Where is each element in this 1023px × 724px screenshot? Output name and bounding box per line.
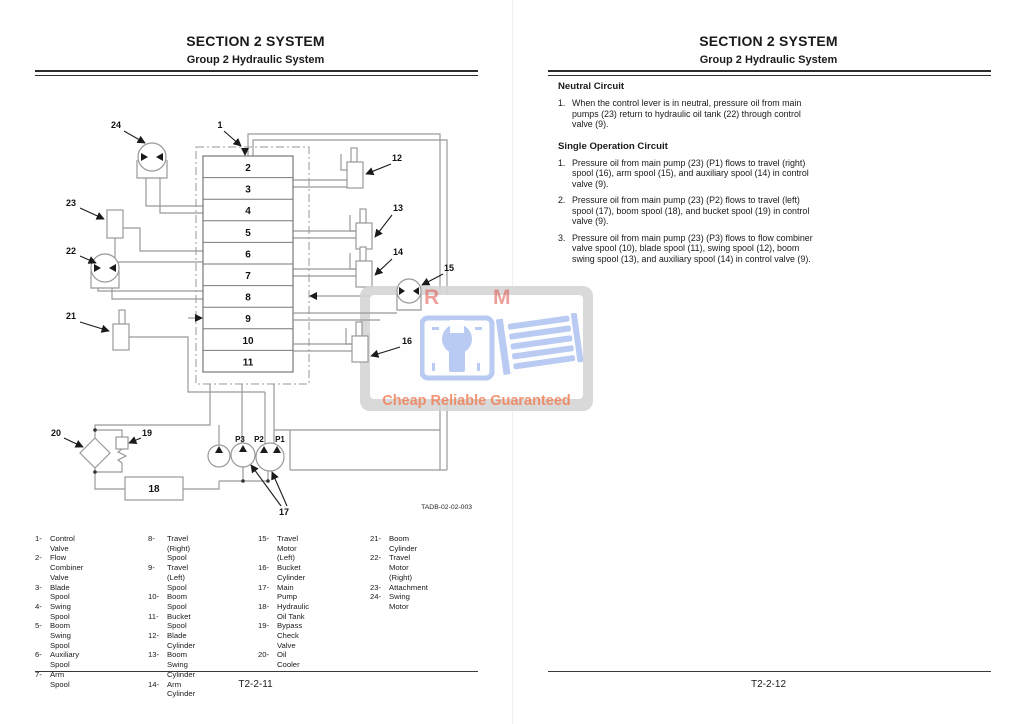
legend-column-2: 8-Travel (Right) Spool 9-Travel (Left) S… [148, 534, 196, 699]
list-item: 3. Pressure oil from main pump (23) (P3)… [558, 232, 813, 264]
body-text: Neutral Circuit 1. When the control leve… [558, 81, 821, 270]
page-number: T2-2-11 [238, 679, 273, 690]
footer-rule [548, 671, 991, 672]
valve-cell-2: 2 [245, 163, 251, 174]
figure-code: TADB-02-02-003 [421, 504, 472, 511]
oil-tank-symbol: 18 [124, 476, 184, 501]
header-rule [35, 70, 478, 76]
valve-cell-4: 4 [245, 206, 251, 217]
heading-neutral-circuit: Neutral Circuit [558, 81, 625, 92]
watermark-panel [370, 295, 583, 399]
swing-motor-symbol [136, 142, 168, 179]
page-number: T2-2-12 [750, 679, 786, 690]
callout-labels: 1 24 23 22 21 20 19 12 13 14 1 [51, 120, 403, 517]
valve-cell-3: 3 [245, 185, 251, 196]
pump-label-p1: P1 [275, 435, 285, 444]
travel-motor-right-symbol [90, 253, 120, 289]
group-title: Group 2 Hydraulic System [699, 54, 838, 66]
label-24: 24 [111, 120, 121, 130]
label-22: 22 [66, 246, 76, 256]
label-17: 17 [279, 507, 289, 517]
list-item: 1. Pressure oil from main pump (23) (P1)… [558, 157, 809, 189]
label-12: 12 [392, 153, 402, 163]
label-21: 21 [66, 311, 76, 321]
legend-column-3: 15-Travel Motor (Left) 16-Bucket Cylinde… [258, 534, 310, 670]
footer-rule [35, 671, 478, 672]
label-20: 20 [51, 428, 61, 438]
label-23: 23 [66, 198, 76, 208]
list-item: 1. When the control lever is in neutral,… [558, 98, 802, 129]
attachment-symbol [106, 209, 124, 239]
main-pump-group: P3 P2 P1 [207, 435, 285, 472]
pump-label-p3: P3 [235, 435, 245, 444]
legend-column-1: 1-Control Valve 2-Flow Combiner Valve 3-… [35, 534, 84, 689]
label-1: 1 [217, 120, 222, 130]
valve-cell-10: 10 [242, 336, 254, 347]
page-left: SECTION 2 SYSTEM Group 2 Hydraulic Syste… [0, 0, 511, 724]
tank-label: 18 [148, 484, 160, 495]
hydraulic-circuit-diagram: 2 3 4 5 6 7 8 9 10 11 [51, 120, 472, 517]
valve-cell-9: 9 [245, 314, 251, 325]
page-right: SECTION 2 SYSTEM Group 2 Hydraulic Syste… [512, 0, 1023, 724]
arm-cylinder-symbol [349, 246, 373, 288]
heading-single-operation-circuit: Single Operation Circuit [558, 140, 668, 152]
bypass-check-valve-symbol [115, 436, 129, 464]
label-14: 14 [393, 247, 403, 257]
group-title: Group 2 Hydraulic System [186, 54, 325, 66]
legend-column-4: 21-Boom Cylinder 22-Travel Motor (Right)… [370, 534, 428, 611]
watermark-tagline: Cheap Reliable Guaranteed [382, 393, 571, 409]
label-13: 13 [393, 203, 403, 213]
watermark-letters: R M [424, 286, 535, 309]
blade-cylinder-symbol [340, 147, 364, 189]
list-item: 2. Pressure oil from main pump (23) (P2)… [558, 195, 810, 226]
oil-cooler-symbol [79, 437, 111, 469]
wrench-book-logo-icon [420, 313, 584, 381]
section-title: SECTION 2 SYSTEM [699, 33, 838, 49]
junction-dots [93, 428, 270, 483]
pump-label-p2: P2 [254, 435, 264, 444]
label-19: 19 [142, 428, 152, 438]
boom-cylinder-symbol [112, 309, 130, 351]
valve-cell-11: 11 [243, 357, 254, 368]
control-valve-block: 2 3 4 5 6 7 8 9 10 11 [195, 146, 317, 385]
boom-swing-cylinder-symbol [349, 208, 373, 250]
valve-cell-8: 8 [245, 293, 251, 304]
watermark: R M Cheap Reliable Guar [360, 286, 593, 411]
header-rule [548, 70, 991, 76]
valve-cell-5: 5 [245, 228, 251, 239]
section-title: SECTION 2 SYSTEM [186, 33, 325, 49]
valve-cell-6: 6 [245, 249, 251, 260]
valve-cell-7: 7 [245, 271, 251, 282]
